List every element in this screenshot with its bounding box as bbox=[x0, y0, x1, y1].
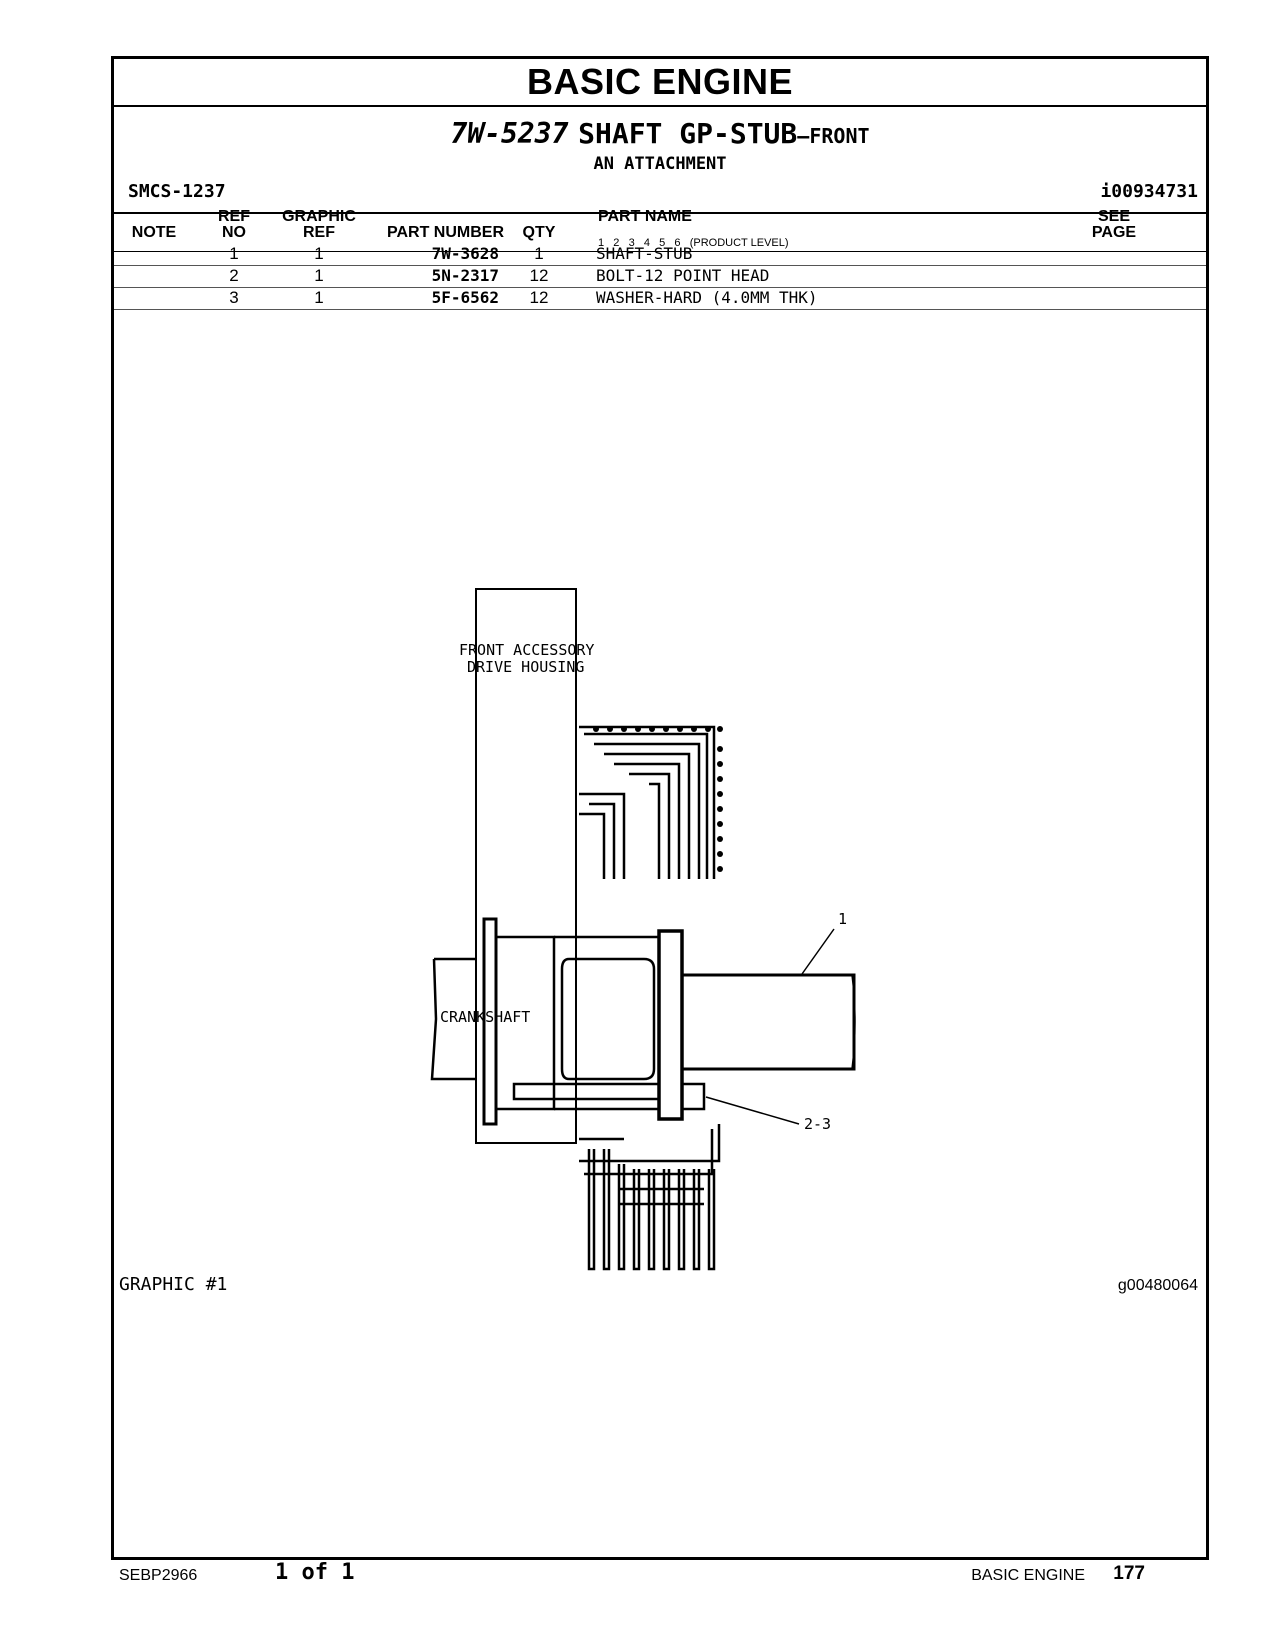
table-top-rule bbox=[114, 212, 1206, 214]
part-number: 7W-3628 bbox=[431, 244, 499, 263]
header-part-number: PART NUMBER bbox=[386, 224, 504, 241]
smcs-code: SMCS-1237 bbox=[128, 181, 226, 202]
graphic-ref: 1 bbox=[314, 266, 324, 285]
graphic-ref: 1 bbox=[314, 288, 324, 307]
callout-2-3: 2-3 bbox=[804, 1115, 831, 1133]
header-ref-1: REF bbox=[218, 208, 250, 225]
footer-section: BASIC ENGINE bbox=[971, 1567, 1085, 1584]
ref-no: 2 bbox=[229, 266, 239, 285]
document-id: i00934731 bbox=[1100, 181, 1198, 202]
footer-page-of: 1 of 1 bbox=[275, 1560, 355, 1585]
section-title: BASIC ENGINE bbox=[114, 59, 1206, 107]
table-row: 1 1 7W-3628 1 SHAFT-STUB bbox=[114, 243, 1206, 266]
ref-no: 3 bbox=[229, 288, 239, 307]
footer-doc-number: SEBP2966 bbox=[119, 1567, 198, 1584]
graphic-ref: 1 bbox=[314, 244, 324, 263]
graphic-id: g00480064 bbox=[1117, 1277, 1198, 1294]
table-row: 3 1 5F-6562 12 WASHER-HARD (4.0MM THK) bbox=[114, 287, 1206, 310]
group-title: 7W-5237 SHAFT GP-STUB—FRONT bbox=[114, 117, 1206, 150]
quantity: 1 bbox=[534, 244, 544, 263]
header-qty: QTY bbox=[522, 224, 556, 241]
group-part-number: 7W-5237 bbox=[450, 117, 569, 150]
housing-label-line2: DRIVE HOUSING bbox=[467, 658, 584, 676]
graphic-label: GRAPHIC #1 bbox=[119, 1274, 228, 1295]
part-number: 5F-6562 bbox=[431, 288, 499, 307]
shaft-assembly-drawing: FRONT ACCESSORY DRIVE HOUSING bbox=[414, 579, 1074, 1279]
part-name: WASHER-HARD (4.0MM THK) bbox=[596, 288, 818, 307]
product-levels: 1 2 3 4 5 6 (PRODUCT LEVEL) bbox=[598, 237, 789, 249]
page-frame: BASIC ENGINE 7W-5237 SHAFT GP-STUB—FRONT… bbox=[111, 56, 1209, 1560]
header-see-page-1: SEE bbox=[1097, 208, 1130, 225]
part-name: SHAFT-STUB bbox=[596, 244, 693, 263]
quantity: 12 bbox=[529, 266, 549, 285]
header-graphic-2: REF bbox=[303, 224, 335, 241]
attachment-label: AN ATTACHMENT bbox=[593, 154, 727, 174]
part-name: BOLT-12 POINT HEAD bbox=[596, 266, 770, 285]
header-part-name: PART NAME bbox=[598, 208, 692, 225]
header-graphic-1: GRAPHIC bbox=[282, 208, 356, 225]
footer-page-number: 177 bbox=[1113, 1563, 1145, 1584]
ref-no: 1 bbox=[229, 244, 239, 263]
housing-label-line1: FRONT ACCESSORY bbox=[459, 641, 594, 659]
callout-1: 1 bbox=[838, 910, 847, 928]
header-rule bbox=[114, 251, 1206, 252]
header-ref-2: NO bbox=[222, 224, 246, 241]
header-see-page-2: PAGE bbox=[1091, 224, 1137, 241]
part-number: 5N-2317 bbox=[431, 266, 499, 285]
header-note: NOTE bbox=[131, 224, 177, 241]
quantity: 12 bbox=[529, 288, 549, 307]
table-row: 2 1 5N-2317 12 BOLT-12 POINT HEAD bbox=[114, 265, 1206, 288]
group-suffix: —FRONT bbox=[797, 124, 870, 148]
group-name: SHAFT GP-STUB bbox=[578, 117, 798, 150]
